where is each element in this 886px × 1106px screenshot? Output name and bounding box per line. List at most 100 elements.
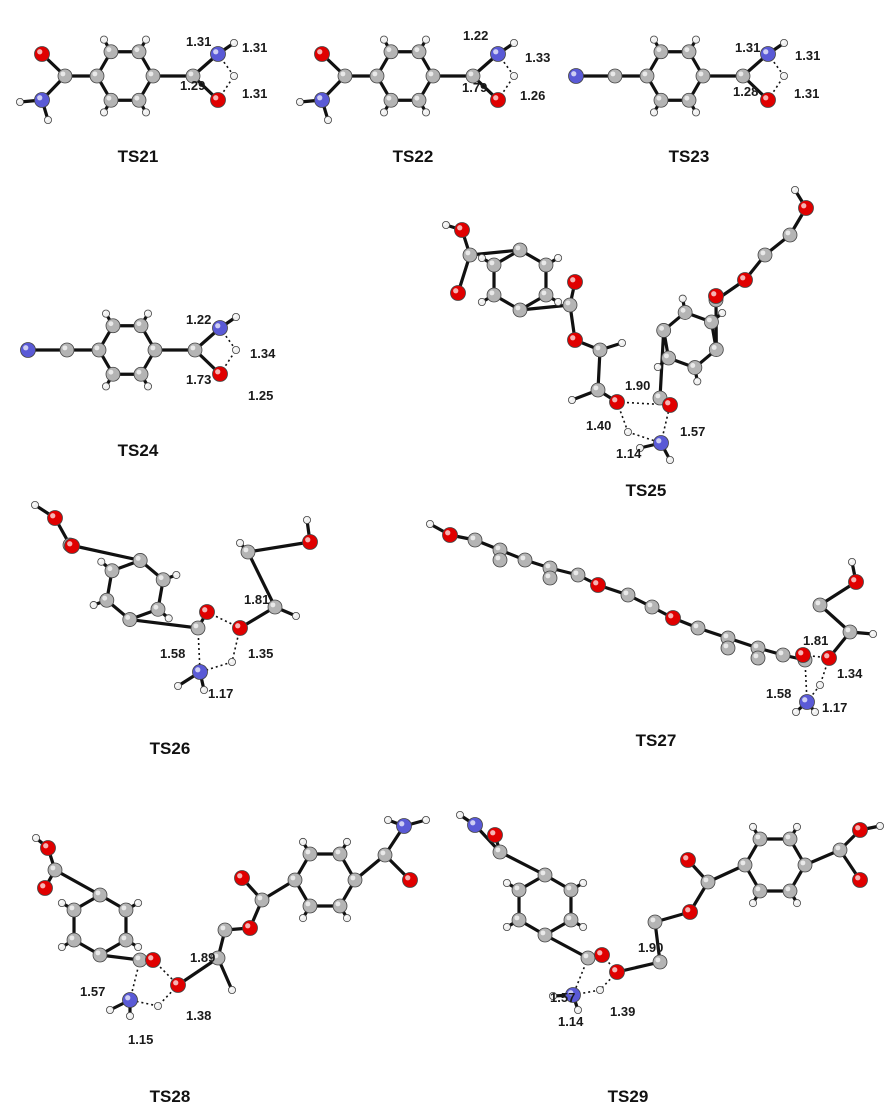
atom-highlight xyxy=(202,607,208,613)
atom-highlight xyxy=(647,602,653,608)
atom-highlight xyxy=(136,369,142,375)
atom-c xyxy=(486,257,502,273)
atom-highlight xyxy=(812,709,816,713)
atom-o xyxy=(665,610,681,626)
atom-h xyxy=(441,220,450,229)
atom-highlight xyxy=(851,577,857,583)
atom-h xyxy=(650,108,659,117)
atom-highlight xyxy=(457,812,461,816)
atom-o xyxy=(450,285,466,301)
atom-h xyxy=(323,116,332,125)
atom-c xyxy=(103,92,119,108)
atom-highlight xyxy=(33,835,37,839)
atom-highlight xyxy=(385,817,389,821)
atom-c xyxy=(700,874,716,890)
distance-label-ts26-4: 1.17 xyxy=(208,686,233,701)
atom-highlight xyxy=(845,627,851,633)
atom-highlight xyxy=(719,310,723,314)
atom-highlight xyxy=(711,345,717,350)
atom-h xyxy=(509,39,518,48)
atom-c xyxy=(639,68,655,84)
atom-h xyxy=(848,558,857,567)
atom-o xyxy=(487,827,503,843)
atom-c xyxy=(150,601,166,617)
atom-c xyxy=(661,350,676,366)
atom-highlight xyxy=(723,633,729,639)
atom-c xyxy=(91,342,107,358)
atom-h xyxy=(298,837,307,846)
atom-highlight xyxy=(94,345,100,351)
atom-h xyxy=(455,811,464,820)
atom-o xyxy=(852,822,868,838)
atom-o xyxy=(302,534,318,550)
atom-highlight xyxy=(489,290,495,296)
atom-o xyxy=(34,46,50,62)
atom-h xyxy=(298,914,307,923)
atom-highlight xyxy=(125,995,131,1001)
atom-highlight xyxy=(571,71,577,77)
atom-highlight xyxy=(815,600,821,606)
atom-c xyxy=(145,68,161,84)
atom-highlight xyxy=(297,99,301,103)
structure-title-ts26: TS26 xyxy=(150,739,191,758)
atom-c xyxy=(681,44,697,60)
atom-highlight xyxy=(877,823,881,827)
distance-label-ts29-1: 1.90 xyxy=(638,940,663,955)
atom-highlight xyxy=(335,849,341,855)
atom-highlight xyxy=(381,37,385,40)
atom-highlight xyxy=(443,222,447,226)
distance-label-ts28-2: 1.57 xyxy=(80,984,105,999)
atom-h xyxy=(793,899,802,908)
atom-c xyxy=(47,862,63,878)
atom-highlight xyxy=(580,880,584,884)
atom-highlight xyxy=(794,900,798,904)
atom-c xyxy=(118,902,134,918)
atom-highlight xyxy=(785,834,791,840)
distance-label-ts29-3: 1.39 xyxy=(610,1004,635,1019)
atom-highlight xyxy=(642,71,648,77)
atom-c xyxy=(425,68,441,84)
atom-c xyxy=(131,92,147,108)
atom-h xyxy=(143,382,152,391)
atom-o xyxy=(848,574,864,590)
atom-highlight xyxy=(344,915,348,919)
atom-c xyxy=(720,640,736,656)
atom-highlight xyxy=(414,47,420,53)
atom-highlight xyxy=(423,817,427,821)
atom-h xyxy=(57,943,66,952)
distance-label-ts22-1: 1.22 xyxy=(463,28,488,43)
atom-highlight xyxy=(680,307,686,313)
atom-highlight xyxy=(550,993,554,997)
atom-highlight xyxy=(215,369,221,375)
atom-c xyxy=(537,927,553,943)
atom-h xyxy=(650,35,659,44)
atom-c xyxy=(563,912,579,928)
distance-label-ts22-4: 1.26 xyxy=(520,88,545,103)
atom-o xyxy=(145,952,161,968)
atom-highlight xyxy=(98,559,102,562)
atom-n xyxy=(653,435,669,451)
atom-c xyxy=(607,68,623,84)
atom-o xyxy=(594,947,610,963)
distance-label-ts25-2: 1.40 xyxy=(586,418,611,433)
atom-o xyxy=(242,920,258,936)
atom-highlight xyxy=(158,575,164,581)
atom-highlight xyxy=(293,613,297,617)
atom-c xyxy=(538,287,554,303)
partial-bond xyxy=(601,954,618,973)
atom-o xyxy=(680,852,696,868)
atom-o xyxy=(232,620,248,636)
atom-highlight xyxy=(566,915,572,921)
atom-c xyxy=(486,287,502,303)
atom-h xyxy=(780,72,789,81)
distance-label-ts27-2: 1.34 xyxy=(837,666,863,681)
atom-c xyxy=(118,932,134,948)
atom-highlight xyxy=(423,110,427,113)
distance-label-ts26-1: 1.81 xyxy=(244,592,269,607)
bond xyxy=(246,540,312,554)
atom-highlight xyxy=(514,915,520,921)
atom-c xyxy=(383,44,399,60)
atom-highlight xyxy=(135,955,141,961)
atom-o xyxy=(454,222,470,238)
atom-highlight xyxy=(668,613,674,619)
